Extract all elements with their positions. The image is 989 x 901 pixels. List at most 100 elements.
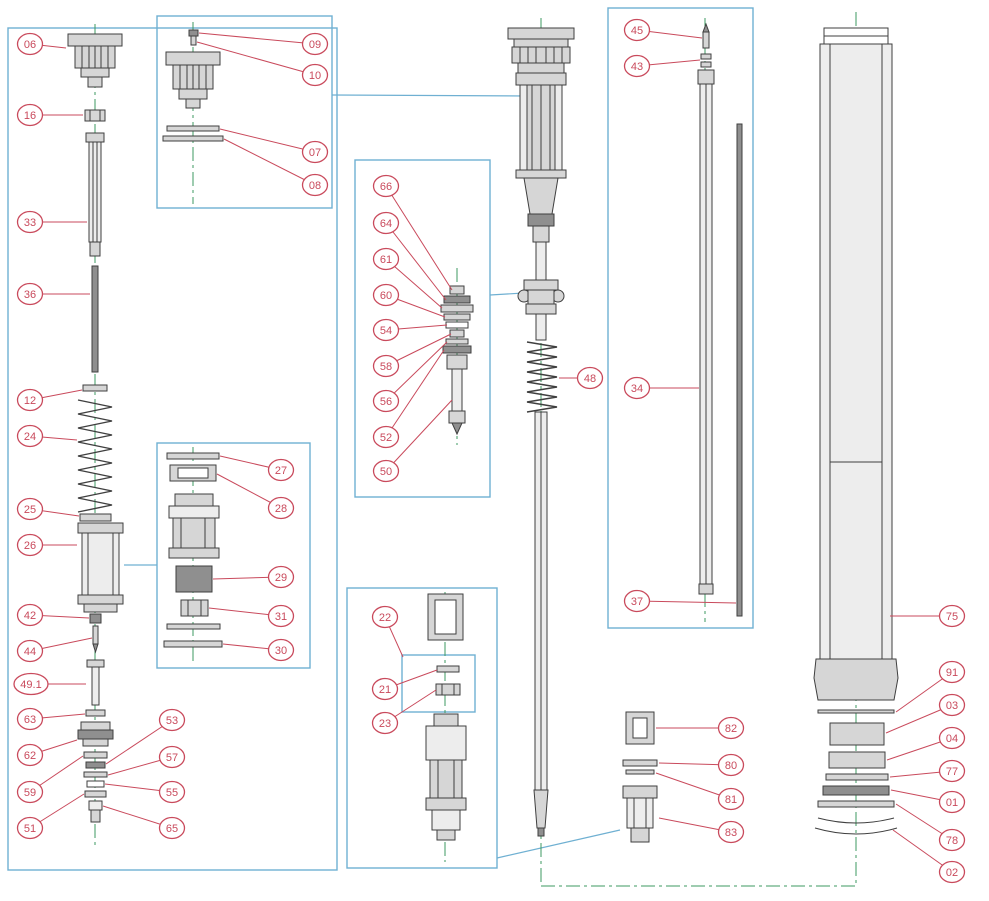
- needle-part-44: [92, 625, 99, 654]
- callout-circle-61: [372, 247, 400, 271]
- bottom-detail-link-line: [496, 829, 621, 859]
- callout-circle-42: [16, 603, 44, 627]
- detail-boxes: [7, 7, 754, 871]
- seal-head-stack: [77, 721, 114, 823]
- ring-81-part: [625, 769, 655, 775]
- callout-circle-53: [158, 708, 186, 732]
- callout-number-28: 28: [275, 503, 287, 515]
- pin-27-part: [166, 452, 220, 460]
- damper-rod-34-part: [697, 69, 715, 595]
- callout-22: 22: [371, 605, 404, 658]
- shim-56-part: [445, 338, 469, 345]
- callout-circle-59: [16, 780, 44, 804]
- ring-78-part: [817, 800, 895, 808]
- callout-29: 29: [212, 565, 295, 589]
- cylinder-22-part: [427, 593, 464, 641]
- callout-number-83: 83: [725, 827, 737, 839]
- callout-66: 66: [372, 174, 453, 291]
- callout-02: 02: [892, 829, 966, 884]
- callout-52: 52: [372, 349, 445, 449]
- callout-circle-33: [16, 210, 44, 234]
- cap-detail-box: [156, 15, 333, 209]
- left-assembly-box: [7, 27, 338, 871]
- nut-66-part: [449, 285, 465, 295]
- part-29: [175, 565, 213, 593]
- callout-circle-78: [938, 828, 966, 852]
- callout-circle-48: [576, 366, 604, 390]
- callout-number-12: 12: [24, 395, 36, 407]
- callout-circle-83: [717, 820, 745, 844]
- callout-number-81: 81: [725, 794, 737, 806]
- thin-rod-37-part: [736, 123, 743, 617]
- callout-circle-21: [371, 677, 399, 701]
- seal-stack-parts: [814, 709, 898, 835]
- callout-42: 42: [16, 603, 90, 627]
- callout-number-36: 36: [24, 289, 36, 301]
- oring-08-part: [162, 135, 224, 142]
- callout-circle-26: [16, 533, 44, 557]
- callout-circle-80: [717, 753, 745, 777]
- callout-number-54: 54: [380, 325, 392, 337]
- ring-23-part: [435, 683, 461, 696]
- adjuster-rod-part: [86, 659, 105, 706]
- callout-number-42: 42: [24, 610, 36, 622]
- callout-circle-77: [938, 759, 966, 783]
- callout-number-04: 04: [946, 733, 958, 745]
- leader-line-10: [196, 41, 316, 76]
- callout-circle-58: [372, 354, 400, 378]
- spacer-58-part: [449, 329, 465, 338]
- callout-circle-66: [372, 174, 400, 198]
- callout-circle-63: [16, 707, 44, 731]
- callout-circle-57: [158, 745, 186, 769]
- callout-number-07: 07: [309, 147, 321, 159]
- callout-number-49.1: 49.1: [20, 679, 41, 691]
- callout-81: 81: [655, 772, 745, 811]
- callout-circle-37: [623, 589, 651, 613]
- callout-circle-22: [371, 605, 399, 629]
- base-valve-detail-box: [354, 159, 491, 498]
- spring-washer-02-part: [817, 817, 895, 824]
- callout-circle-50: [372, 459, 400, 483]
- callout-number-56: 56: [380, 396, 392, 408]
- callout-circle-31: [267, 604, 295, 628]
- callout-layer: 0616333612242526424449.16362595153575565…: [13, 18, 966, 884]
- leader-line-53: [105, 719, 173, 765]
- callout-circle-03: [938, 693, 966, 717]
- locknut-part: [84, 109, 106, 122]
- callout-03: 03: [885, 693, 966, 734]
- callout-circle-12: [16, 388, 44, 412]
- callout-circle-60: [372, 283, 400, 307]
- callout-number-26: 26: [24, 540, 36, 552]
- callout-83: 83: [658, 817, 745, 844]
- callout-33: 33: [16, 210, 87, 234]
- callout-number-91: 91: [946, 667, 958, 679]
- shim-52-part: [442, 345, 472, 354]
- bleed-screw-part: [188, 29, 199, 37]
- leader-line-37: [636, 600, 737, 604]
- callout-number-34: 34: [631, 383, 643, 395]
- cap-detail-link-line: [331, 94, 528, 97]
- callout-circle-49.1: [13, 672, 49, 696]
- callout-30: 30: [222, 638, 295, 662]
- callout-circle-82: [717, 716, 745, 740]
- callout-number-82: 82: [725, 723, 737, 735]
- callout-number-16: 16: [24, 110, 36, 122]
- callout-circle-27: [267, 458, 295, 482]
- callout-06: 06: [16, 32, 67, 56]
- callout-59: 59: [16, 755, 84, 804]
- callout-78: 78: [895, 803, 966, 852]
- callout-34: 34: [623, 376, 699, 400]
- washer-21-part: [436, 665, 460, 673]
- leader-line-64: [385, 222, 447, 301]
- washer-77-part: [825, 773, 889, 781]
- callout-24: 24: [16, 424, 78, 448]
- callout-circle-43: [623, 54, 651, 78]
- callout-number-08: 08: [309, 180, 321, 192]
- callout-45: 45: [623, 18, 703, 42]
- callout-circle-45: [623, 18, 651, 42]
- callout-number-37: 37: [631, 596, 643, 608]
- leader-line-09: [198, 32, 316, 45]
- bushing-01-part: [822, 785, 890, 796]
- base-valve-detail-drawing: [440, 285, 474, 436]
- callout-number-21: 21: [379, 684, 391, 696]
